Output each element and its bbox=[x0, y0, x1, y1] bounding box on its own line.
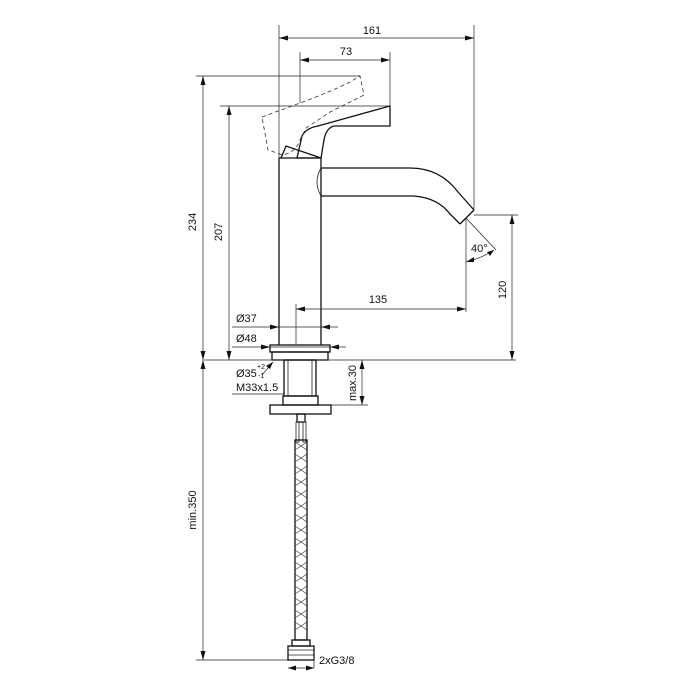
label-hose-length: min.350 bbox=[187, 490, 199, 529]
dimension-hole-diameter: Ø35 +2 -1 bbox=[236, 361, 274, 380]
label-total-width: 161 bbox=[363, 25, 381, 37]
dimension-120: 120 bbox=[474, 214, 518, 360]
label-base-diameter: Ø48 bbox=[236, 333, 257, 345]
dimension-max-30: max.30 bbox=[330, 360, 368, 406]
label-thread: M33x1.5 bbox=[236, 382, 278, 394]
dimension-min-350: min.350 bbox=[187, 360, 288, 661]
label-total-height: 234 bbox=[187, 213, 199, 231]
faucet-handle bbox=[280, 105, 391, 159]
label-spout-reach: 135 bbox=[369, 294, 387, 306]
dimension-73: 73 bbox=[299, 46, 391, 106]
faucet-body bbox=[269, 157, 331, 361]
dimension-40-degrees: 40° bbox=[465, 217, 497, 263]
dimension-135: 135 bbox=[295, 262, 467, 345]
dimension-207: 207 bbox=[213, 105, 390, 360]
label-outlet-height: 120 bbox=[497, 281, 509, 299]
label-hole-diameter: Ø35 bbox=[236, 368, 257, 380]
label-body-diameter: Ø37 bbox=[236, 313, 257, 325]
label-max-deck: max.30 bbox=[347, 365, 359, 401]
dimension-diameter-48: Ø48 bbox=[232, 333, 346, 350]
hose-connection-callout: 2xG3/8 bbox=[288, 652, 354, 671]
label-spout-angle: 40° bbox=[471, 243, 488, 255]
dimension-161: 161 bbox=[278, 25, 475, 210]
label-handle-offset: 73 bbox=[340, 46, 352, 58]
handle-open-position-outline bbox=[261, 75, 365, 156]
label-hole-tolerance-plus: +2 bbox=[257, 364, 265, 371]
thread-callout: M33x1.5 bbox=[232, 382, 284, 395]
mounting-assembly bbox=[204, 359, 516, 443]
flexible-hose bbox=[287, 439, 315, 661]
spout bbox=[316, 167, 475, 225]
dimension-234: 234 bbox=[187, 75, 360, 360]
label-spout-height: 207 bbox=[213, 223, 225, 241]
dimension-diameter-37: Ø37 bbox=[232, 313, 338, 330]
label-hose-connection: 2xG3/8 bbox=[319, 655, 354, 667]
label-hole-tolerance-minus: -1 bbox=[258, 373, 264, 380]
